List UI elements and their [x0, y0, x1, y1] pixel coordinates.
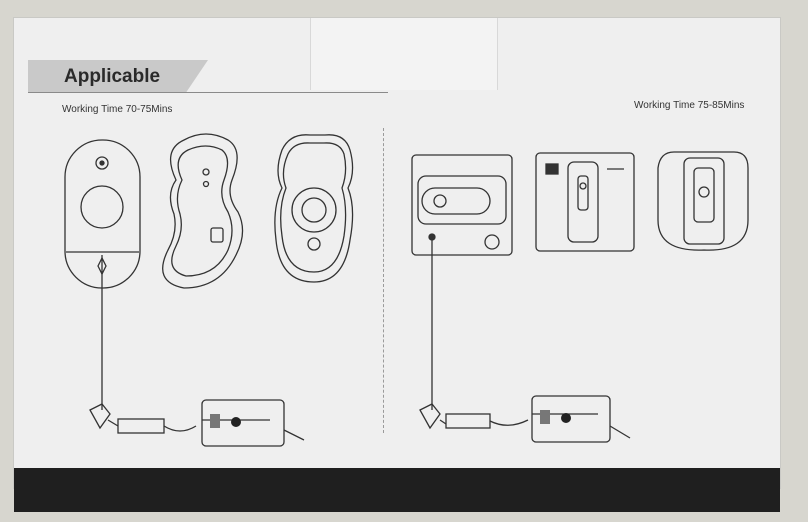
robot-curvy-illustration	[163, 134, 243, 288]
robot-round-illustration	[275, 135, 353, 282]
robot-window-illustration	[658, 152, 748, 250]
right-adapter-label	[540, 410, 550, 424]
left-adapter-dot	[231, 417, 241, 427]
right-power-cable	[420, 240, 630, 442]
left-power-cable	[90, 255, 304, 446]
right-adapter-dot	[561, 413, 571, 423]
robot-rect-illustration	[536, 153, 634, 251]
robot-square-illustration	[412, 155, 512, 255]
left-adapter-label	[210, 414, 220, 428]
